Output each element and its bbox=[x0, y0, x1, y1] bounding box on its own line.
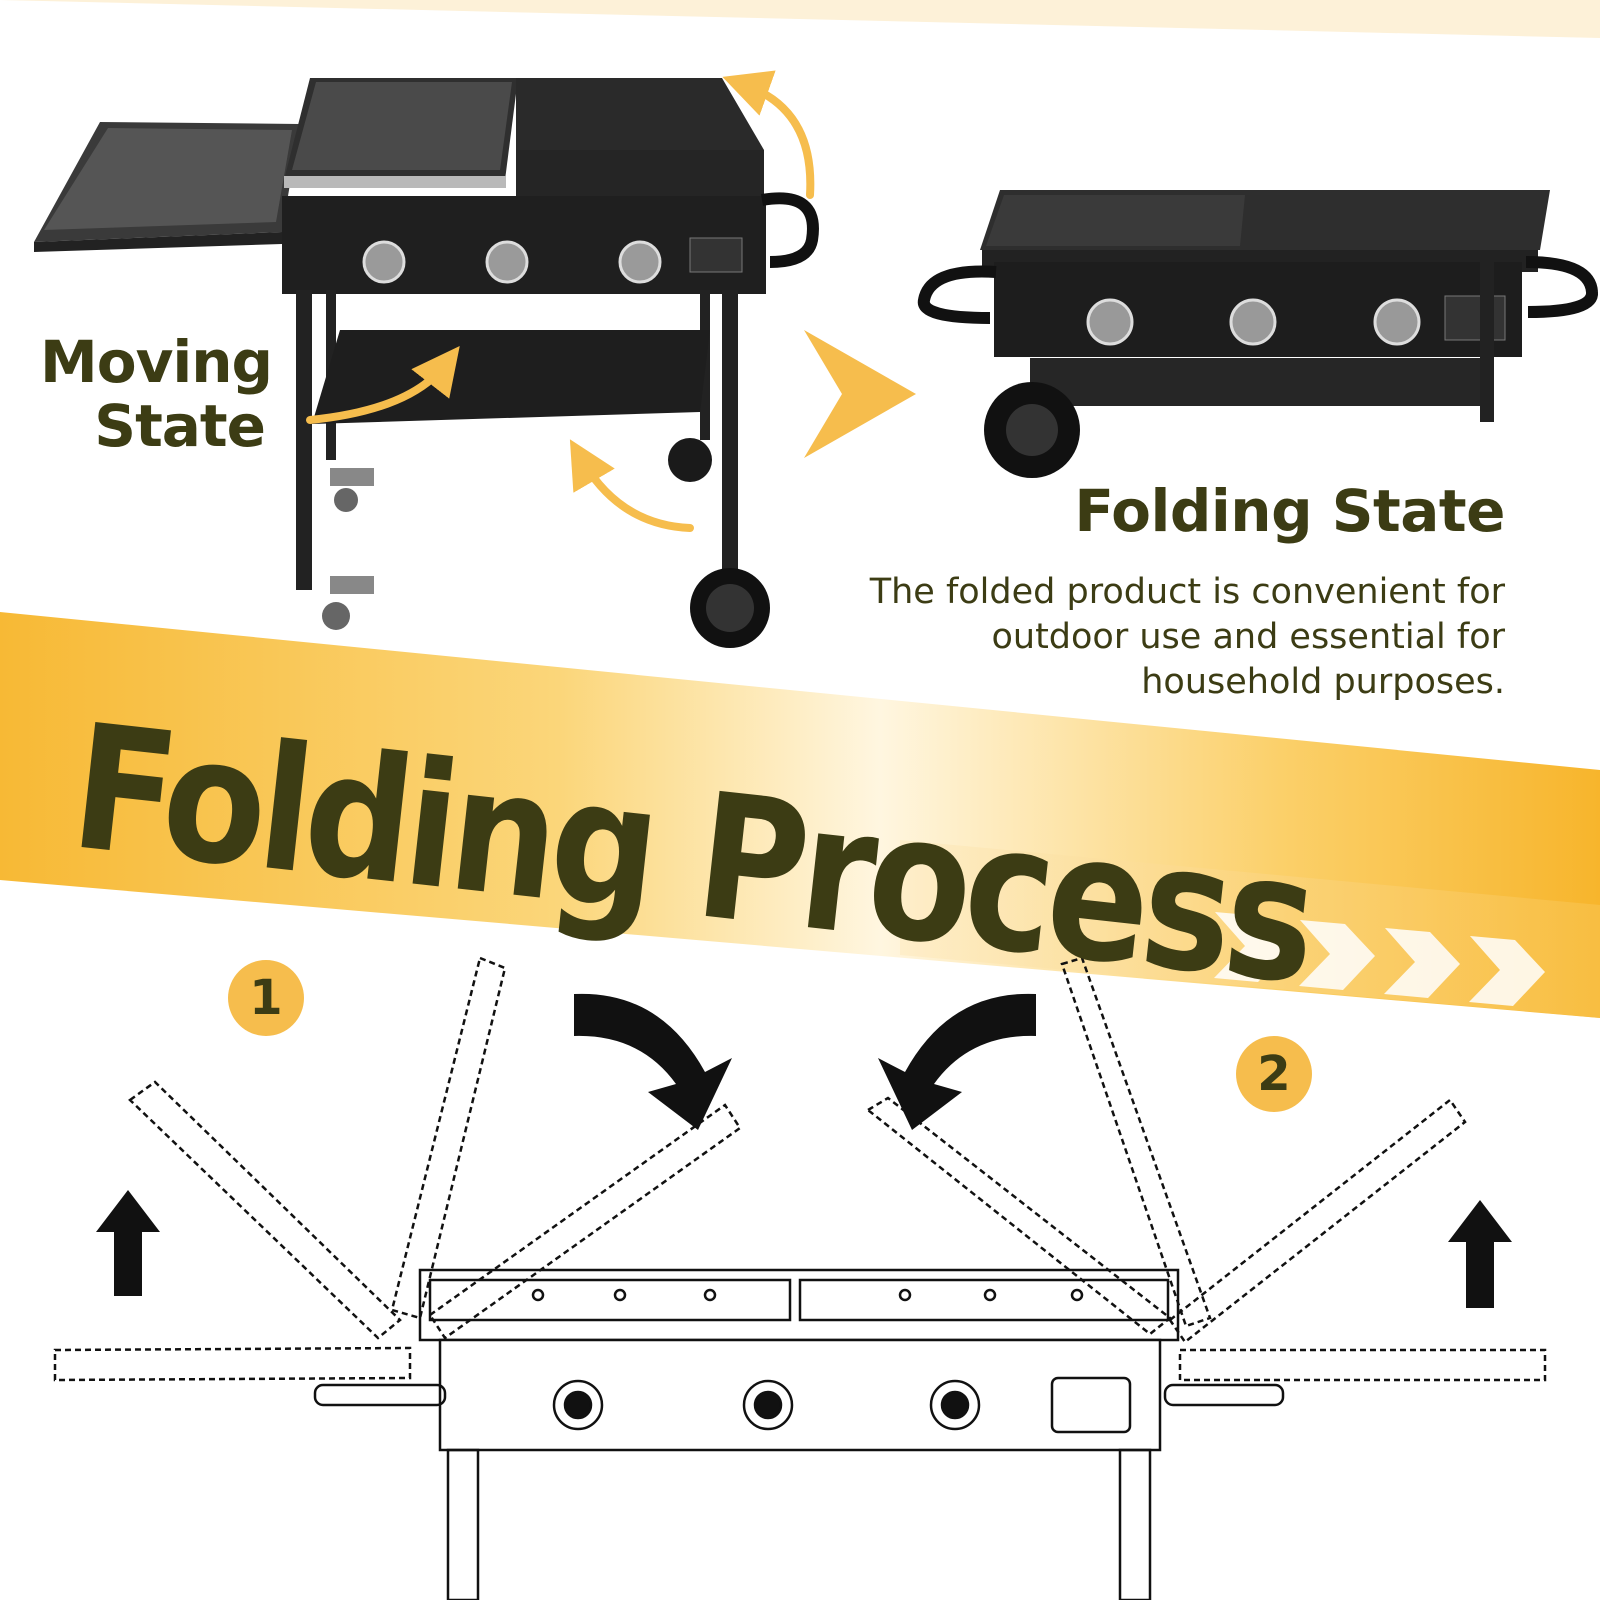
lift-arrow-right bbox=[1448, 1200, 1512, 1308]
fold-arrow-right bbox=[574, 993, 732, 1130]
folding-state-grill bbox=[917, 190, 1598, 478]
lift-arrow-left bbox=[96, 1190, 160, 1296]
chevron-arrows bbox=[1214, 912, 1545, 1006]
transition-arrow bbox=[804, 330, 916, 458]
folding-diagram bbox=[53, 956, 1547, 1600]
curved-orange-arrows bbox=[306, 70, 815, 532]
moving-state-grill bbox=[34, 78, 819, 648]
top-cream-band bbox=[0, 0, 1600, 38]
fold-arrow-left bbox=[878, 993, 1036, 1130]
